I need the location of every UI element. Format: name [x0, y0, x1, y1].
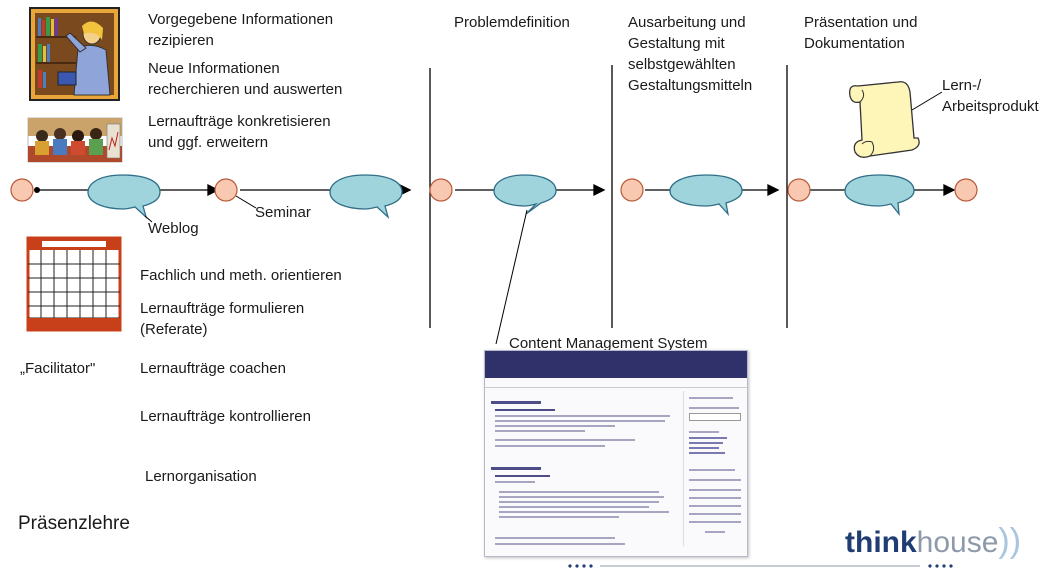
label-lern: Lern-/ — [942, 77, 982, 94]
text-lernorganisation: Lernorganisation — [145, 468, 257, 485]
cms-connector — [495, 209, 528, 345]
cms-nav-bar — [485, 378, 747, 388]
node-2 — [214, 178, 238, 202]
label-seminar: Seminar — [255, 204, 311, 221]
seminar-connector — [235, 195, 257, 209]
text-coachen: Lernaufträge coachen — [140, 360, 286, 377]
text-rezipieren: rezipieren — [148, 32, 214, 49]
text-facilitator: „Facilitator" — [20, 360, 96, 377]
group-work-image — [27, 117, 123, 163]
label-arbeitsprodukt: Arbeitsprodukt — [942, 98, 1039, 115]
column-praesentation-2: Dokumentation — [804, 35, 905, 52]
node-1 — [10, 178, 34, 202]
bubble-design — [669, 174, 743, 217]
node-5 — [787, 178, 811, 202]
node-4 — [620, 178, 644, 202]
node-3 — [429, 178, 453, 202]
column-ausarbeitung-1: Ausarbeitung und — [628, 14, 746, 31]
bubble-seminar — [329, 174, 403, 219]
text-erweitern: und ggf. erweitern — [148, 134, 269, 151]
logo-house: house — [916, 526, 999, 559]
text-konkretisieren: Lernaufträge konkretisieren — [148, 113, 331, 130]
cms-screenshot — [484, 350, 748, 557]
logo-paren: )) — [998, 522, 1022, 560]
timeline-nodes — [10, 178, 978, 202]
calendar-image — [26, 236, 122, 332]
bubble-problem — [493, 174, 557, 215]
text-recherchieren: recherchieren und auswerten — [148, 81, 343, 98]
bubble-weblog — [87, 174, 161, 219]
text-referate: (Referate) — [140, 321, 208, 338]
column-ausarbeitung-4: Gestaltungsmitteln — [628, 77, 753, 94]
weblog-connector — [144, 215, 153, 223]
thinkhouse-logo: thinkhouse)) — [845, 524, 1021, 560]
text-formulieren: Lernaufträge formulieren — [140, 300, 305, 317]
product-connector — [911, 91, 943, 111]
logo-decoration — [568, 564, 953, 568]
text-orientieren: Fachlich und meth. orientieren — [140, 267, 342, 284]
column-praesentation-1: Präsentation und — [804, 14, 918, 31]
cms-header-bar — [485, 351, 747, 378]
library-reading-image — [29, 7, 120, 101]
column-ausarbeitung-2: Gestaltung mit — [628, 35, 725, 52]
logo-think: think — [845, 526, 917, 559]
text-kontrollieren: Lernaufträge kontrollieren — [140, 408, 311, 425]
product-scroll-image — [849, 81, 920, 158]
text-vorgegebene: Vorgegebene Informationen — [148, 11, 334, 28]
speech-bubbles — [87, 174, 915, 219]
label-cms: Content Management System — [509, 335, 708, 352]
node-6 — [954, 178, 978, 202]
column-problemdefinition: Problemdefinition — [454, 14, 570, 31]
text-neue-informationen: Neue Informationen — [148, 60, 280, 77]
footer-praesenzlehre: Präsenzlehre — [18, 513, 130, 534]
label-weblog: Weblog — [148, 220, 199, 237]
bubble-presentation — [844, 174, 915, 217]
column-ausarbeitung-3: selbstgewählten — [628, 56, 736, 73]
